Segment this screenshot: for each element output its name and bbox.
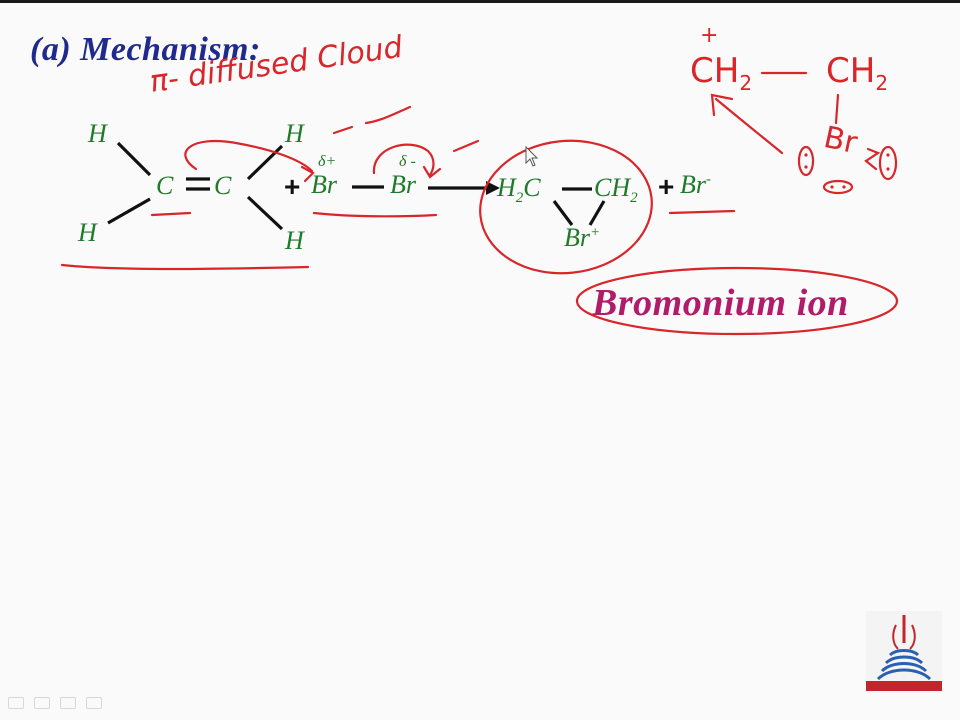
product-br-cation: Br+ — [564, 223, 600, 253]
underline-double-bond — [150, 211, 192, 217]
h-top-right: H — [285, 119, 304, 148]
product-h2c: H2C — [497, 173, 541, 207]
lone-pair-bottom — [822, 179, 854, 195]
pen-tool-icon[interactable] — [34, 697, 50, 709]
bond-h-c-top-left — [116, 141, 152, 177]
tick-1 — [332, 125, 354, 135]
next-slide-icon[interactable] — [86, 697, 102, 709]
h-bottom-right: H — [285, 226, 304, 255]
ink-annotations — [60, 71, 899, 336]
logo-tier-2 — [880, 662, 928, 673]
sketch-c-br-bond — [834, 93, 840, 125]
product-br-sup: + — [590, 224, 601, 241]
underline-bromide — [668, 209, 736, 215]
prev-slide-icon[interactable] — [8, 697, 24, 709]
logo-banner — [866, 681, 942, 691]
sketch-ch2-right: CH2 — [826, 51, 888, 95]
bond-to-br-curved-arrow — [372, 143, 435, 177]
bromine-2: Br — [390, 170, 416, 199]
logo-tier-1 — [876, 668, 932, 681]
sketch-ch-left-sub: 2 — [739, 70, 753, 95]
plus-sign-1: + — [284, 171, 301, 202]
dot-1 — [804, 153, 808, 157]
reaction-arrowhead — [486, 181, 500, 195]
sketch-arrowhead — [710, 93, 734, 117]
logo-arc-left — [892, 624, 899, 650]
tick-2 — [364, 105, 412, 125]
dot-5 — [830, 185, 834, 189]
bromonium-ion-label: Bromonium ion — [592, 282, 849, 324]
sketch-ch2-left: CH2 — [690, 51, 752, 95]
sketch-ch-right-sub: 2 — [875, 70, 889, 95]
product-br: Br — [564, 223, 590, 252]
sketch-ch-right: CH — [826, 51, 876, 91]
product-ch-sub: 2 — [630, 190, 638, 207]
dot-2 — [804, 165, 808, 169]
carbon-right: C — [214, 171, 232, 200]
ethene-bonds — [107, 141, 606, 231]
h-bottom-left: H — [78, 218, 97, 247]
plus-sign-2: + — [658, 171, 675, 202]
product-circle — [479, 139, 653, 275]
product-c-br-bond-right — [588, 200, 606, 226]
dot-4 — [886, 167, 890, 171]
sketch-ch-left: CH — [690, 51, 740, 91]
product-h: H — [497, 173, 516, 202]
logo-tier-4 — [888, 649, 920, 657]
bond-c-h-bottom-right — [246, 195, 284, 231]
logo-tiers — [876, 649, 932, 681]
product-c-br-bond-left — [552, 200, 574, 226]
lone-pair-right — [878, 145, 898, 181]
sketch-carbocation-charge: + — [700, 23, 719, 48]
slide-heading: (a) Mechanism: — [30, 31, 261, 68]
tick-3 — [452, 139, 480, 153]
bromonium-ellipse — [575, 266, 899, 336]
product-ch2: CH2 — [594, 173, 638, 207]
drawing-layer — [60, 71, 942, 693]
logo-arc-right — [909, 624, 916, 650]
bromide-anion: Br- — [680, 170, 711, 200]
dot-6 — [842, 185, 846, 189]
institute-logo — [866, 611, 942, 693]
slide-menu-icon[interactable] — [60, 697, 76, 709]
underline-ethene — [60, 263, 310, 271]
bromide-br: Br — [680, 170, 706, 199]
bromine-1: Br — [311, 170, 337, 199]
carbon-left: C — [156, 171, 174, 200]
mouse-cursor-icon — [525, 145, 539, 167]
product-c: C — [523, 173, 541, 202]
bromide-sup: - — [706, 171, 711, 188]
logo-tier-3 — [884, 655, 924, 665]
product-h-sub: 2 — [515, 190, 524, 207]
bond-h-c-bottom-left — [107, 197, 151, 225]
pi-to-br-arrowhead — [300, 165, 315, 183]
br1-partial-charge: δ+ — [318, 153, 337, 170]
lone-pair-left — [797, 145, 815, 177]
product-ch: CH — [594, 173, 631, 202]
sketch-arrow-shaft — [714, 97, 784, 155]
pi-to-br-curved-arrow — [184, 139, 314, 173]
br2-partial-charge: δ - — [399, 153, 416, 170]
presentation-toolbar[interactable] — [8, 697, 102, 709]
bond-c-h-top-right — [246, 144, 284, 181]
lone-pair-dots — [804, 153, 890, 189]
dot-3 — [886, 153, 890, 157]
h-top-left: H — [88, 119, 107, 148]
bond-to-br-arrowhead — [422, 165, 442, 179]
underline-br2 — [312, 211, 438, 218]
sketch-squiggle — [864, 147, 881, 171]
